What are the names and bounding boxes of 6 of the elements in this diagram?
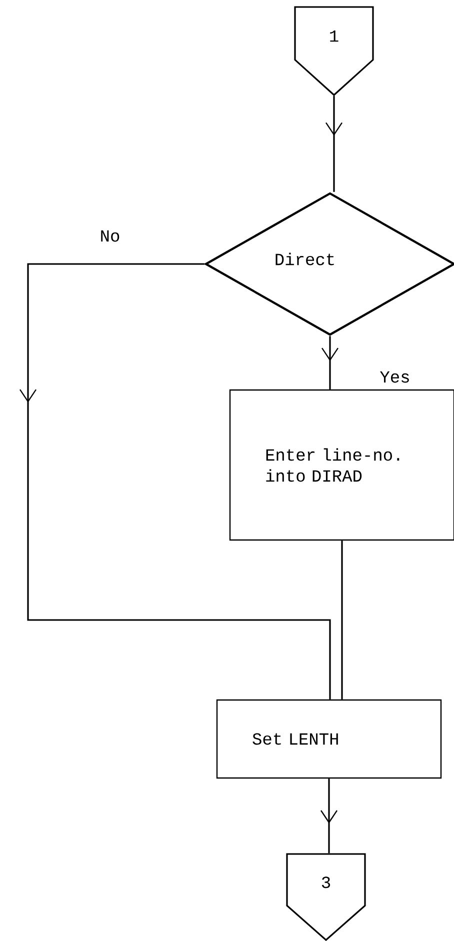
- process-box: Enter line-no. into DIRAD: [229, 389, 454, 541]
- offpage-connector: 1: [294, 6, 374, 96]
- process-box: Set LENTH: [216, 699, 442, 779]
- edge-label: Yes: [378, 370, 412, 384]
- edge-label: No: [98, 229, 122, 243]
- offpage-connector: 3: [286, 853, 366, 941]
